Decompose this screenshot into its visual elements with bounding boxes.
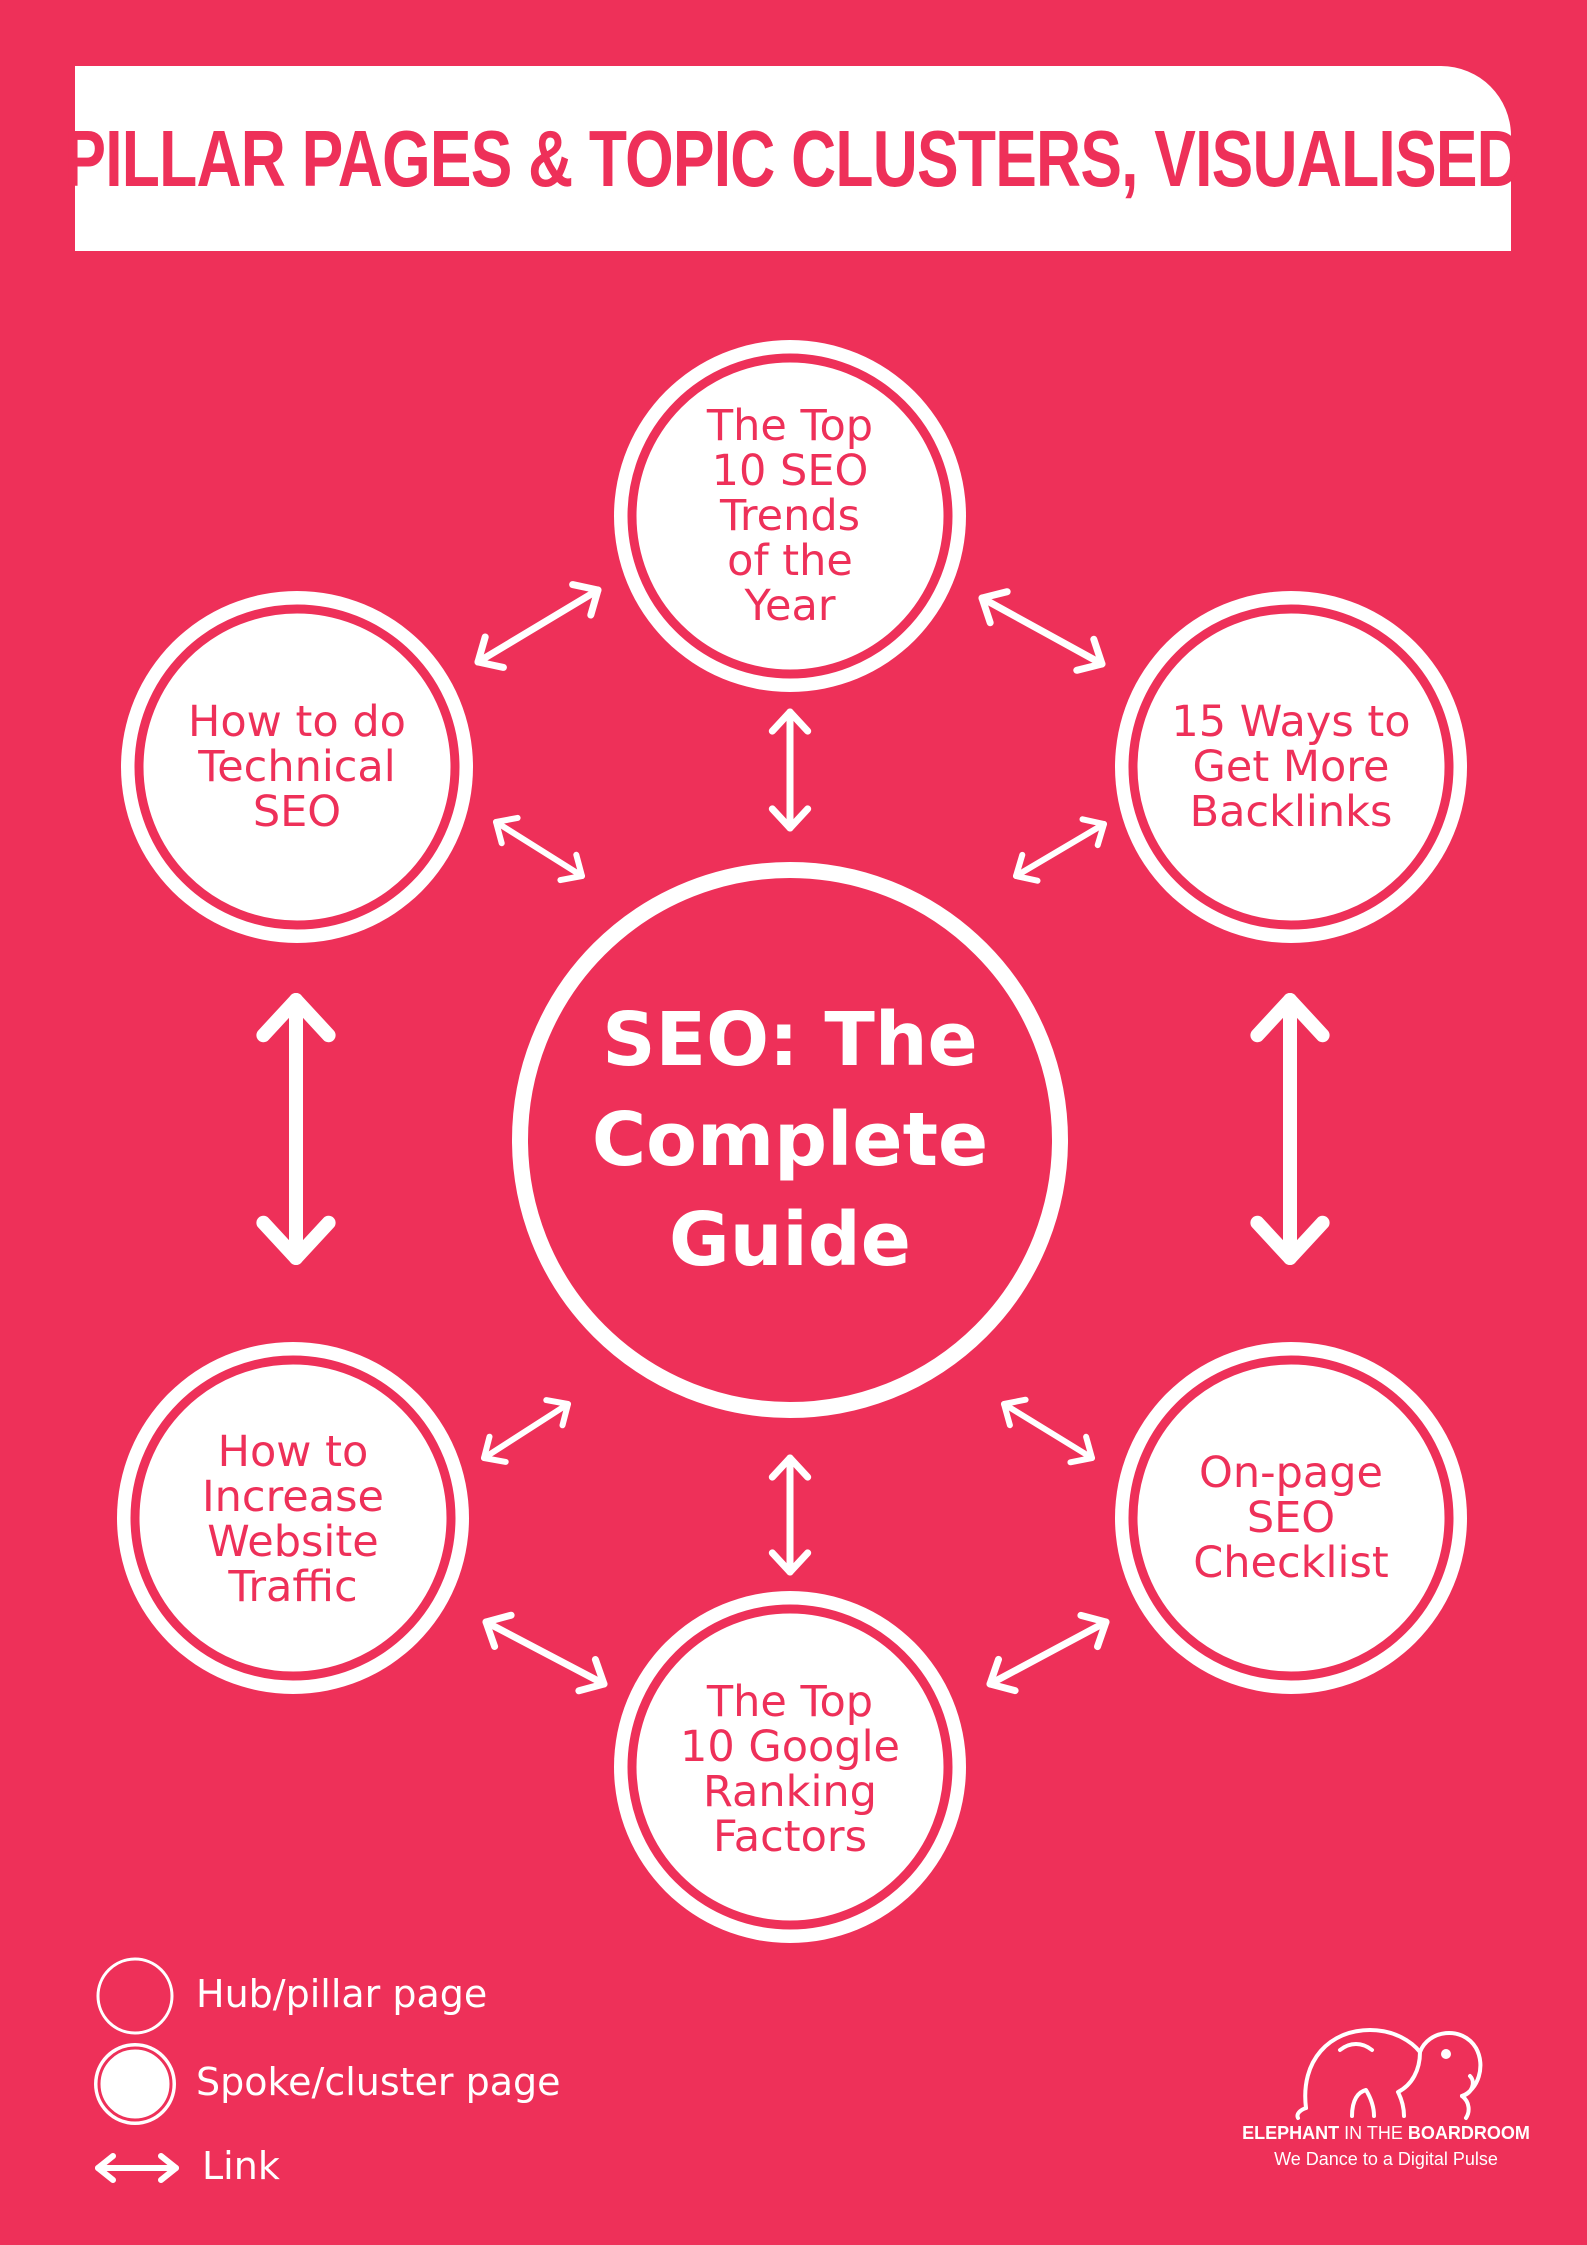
brand-tagline: We Dance to a Digital Pulse: [1274, 2149, 1498, 2169]
spoke-label-bottom-left: How to Increase Website Traffic: [202, 1427, 384, 1612]
hub-node: [512, 862, 1068, 1418]
nodes-layer: [117, 340, 1467, 1943]
page-title: PILLAR PAGES & TOPIC CLUSTERS, VISUALISE…: [64, 113, 1522, 203]
brand-name: ELEPHANT IN THE BOARDROOM: [1236, 2123, 1536, 2144]
spoke-label-bottom: The Top 10 Google Ranking Factors: [679, 1677, 901, 1862]
legend-hub-label: Hub/pillar page: [196, 1972, 488, 2016]
link-topleft-top-arrow: [474, 581, 602, 671]
brand-name-bold-2: BOARDROOM: [1407, 2123, 1530, 2143]
legend-spoke-swatch: [94, 2043, 176, 2125]
link-hub-bottomleft-arrow: [481, 1397, 571, 1465]
legend-graphics: [94, 1957, 179, 2183]
spoke-node-top-left: [121, 591, 473, 943]
spoke-label-top-right: 15 Ways to Get More Backlinks: [1171, 696, 1411, 837]
links-layer: [256, 581, 1330, 1695]
legend-spoke-label: Spoke/cluster page: [196, 2060, 561, 2104]
legend-hub-swatch: [96, 1957, 174, 2035]
spoke-label-bottom-right: On-page SEO Checklist: [1193, 1447, 1389, 1588]
spoke-node-bottom-right: [1115, 1342, 1467, 1694]
link-topright-hub-arrow: [1013, 816, 1107, 884]
spoke-node-bottom: [614, 1591, 966, 1943]
link-topleft-bottomleft-arrow: [256, 993, 336, 1265]
spoke-label-top-left: How to do Technical SEO: [188, 696, 406, 837]
link-hub-bottom-arrow: [768, 1454, 812, 1576]
elephant-logo-icon: [1295, 2028, 1483, 2120]
spoke-label-top: The Top 10 SEO Trends of the Year: [706, 400, 874, 631]
title-banner: PILLAR PAGES & TOPIC CLUSTERS, VISUALISE…: [65, 66, 1522, 251]
link-bottomleft-bottom-arrow: [482, 1611, 608, 1695]
spoke-node-top: [614, 340, 966, 692]
spoke-node-bottom-left: [117, 1342, 469, 1694]
link-topright-bottomright-arrow: [1250, 993, 1330, 1265]
brand-name-bold-1: ELEPHANT: [1242, 2123, 1340, 2143]
brand-name-regular: IN THE: [1339, 2123, 1408, 2143]
link-top-topright-arrow: [978, 588, 1106, 674]
legend-link-label: Link: [202, 2144, 280, 2188]
link-topleft-hub-arrow: [493, 814, 585, 884]
link-top-hub-arrow: [768, 708, 812, 832]
hub-label: SEO: The Complete Guide: [591, 997, 989, 1283]
link-hub-bottomright-arrow: [1001, 1396, 1095, 1466]
link-bottom-bottomright-arrow: [986, 1611, 1110, 1695]
spoke-node-top-right: [1115, 591, 1467, 943]
double-arrow-icon: [95, 2153, 179, 2183]
